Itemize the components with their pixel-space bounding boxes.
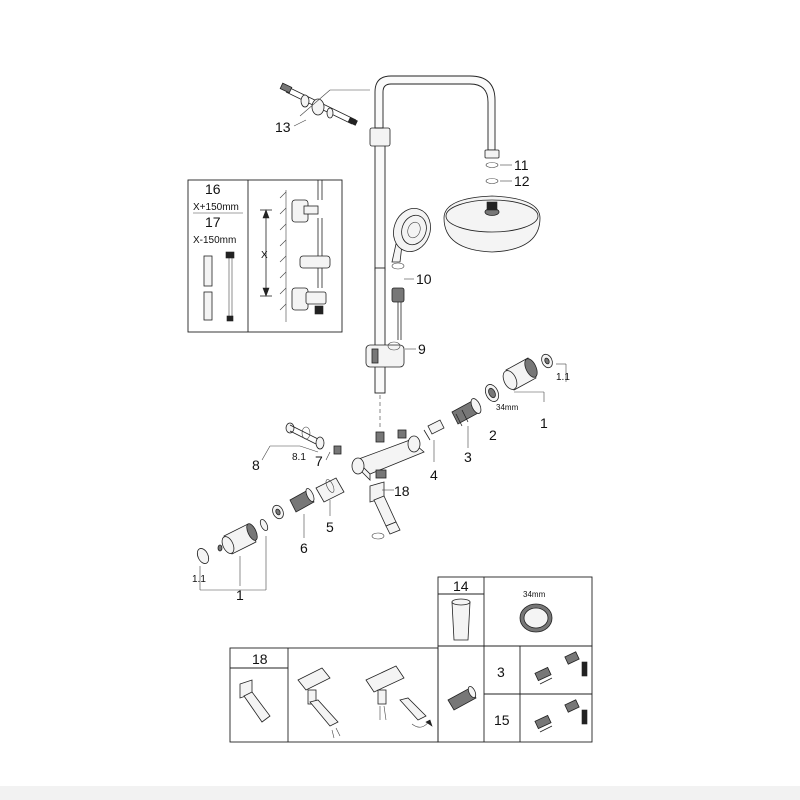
label-1-left: 1 bbox=[236, 587, 244, 603]
label-1-1-left: 1.1 bbox=[192, 574, 206, 585]
label-8-1: 8.1 bbox=[292, 452, 306, 463]
cartridge-part-3 bbox=[451, 398, 482, 427]
dimension-x: X bbox=[261, 250, 268, 261]
flow-handle-left bbox=[196, 519, 269, 591]
inset-18: 18 bbox=[252, 651, 268, 667]
footer-bar bbox=[0, 786, 800, 800]
label-5: 5 bbox=[326, 519, 334, 535]
temperature-handle-right bbox=[502, 353, 567, 402]
inset-15: 15 bbox=[494, 712, 510, 728]
inset-16: 16 bbox=[205, 181, 221, 197]
label-11: 11 bbox=[514, 157, 529, 173]
check-valve-part-4 bbox=[423, 419, 445, 441]
cartridge-part-6 bbox=[272, 488, 315, 520]
cartridge-part-5 bbox=[315, 477, 345, 503]
label-10: 10 bbox=[416, 271, 432, 287]
label-34mm-mid: 34mm bbox=[496, 403, 519, 412]
label-3: 3 bbox=[464, 449, 472, 465]
spare-parts-inset: 14 34mm 3 15 bbox=[437, 576, 593, 743]
spout-options-inset: 18 bbox=[229, 647, 439, 743]
inset-3: 3 bbox=[497, 664, 505, 680]
eccentric-parts-7-8 bbox=[261, 422, 342, 461]
shower-head-icon bbox=[443, 162, 541, 253]
slider-part bbox=[365, 341, 405, 368]
label-18: 18 bbox=[394, 483, 410, 499]
inset-14: 14 bbox=[453, 578, 469, 594]
wall-bracket-parts bbox=[279, 82, 370, 126]
spout-icon bbox=[369, 481, 401, 540]
thermostat-mixer-icon bbox=[351, 429, 425, 481]
label-2: 2 bbox=[489, 427, 497, 443]
label-1-right: 1 bbox=[540, 415, 548, 431]
label-1-1-right: 1.1 bbox=[556, 372, 570, 383]
label-7: 7 bbox=[315, 453, 323, 469]
inset-34mm: 34mm bbox=[523, 590, 546, 599]
inset-17: 17 bbox=[205, 214, 221, 230]
overhead-arm bbox=[374, 75, 500, 159]
label-8: 8 bbox=[252, 457, 260, 473]
label-9: 9 bbox=[418, 341, 426, 357]
label-12: 12 bbox=[514, 173, 530, 189]
ring-part-2 bbox=[484, 384, 500, 402]
height-adjust-inset: 16 X+150mm 17 X-150mm X bbox=[187, 179, 343, 333]
riser-rail bbox=[369, 120, 391, 430]
inset-16-size: X+150mm bbox=[193, 202, 239, 213]
label-13: 13 bbox=[275, 119, 291, 135]
hand-shower-icon bbox=[391, 208, 431, 340]
label-6: 6 bbox=[300, 540, 308, 556]
label-4: 4 bbox=[430, 467, 438, 483]
inset-17-size: X-150mm bbox=[193, 235, 236, 246]
